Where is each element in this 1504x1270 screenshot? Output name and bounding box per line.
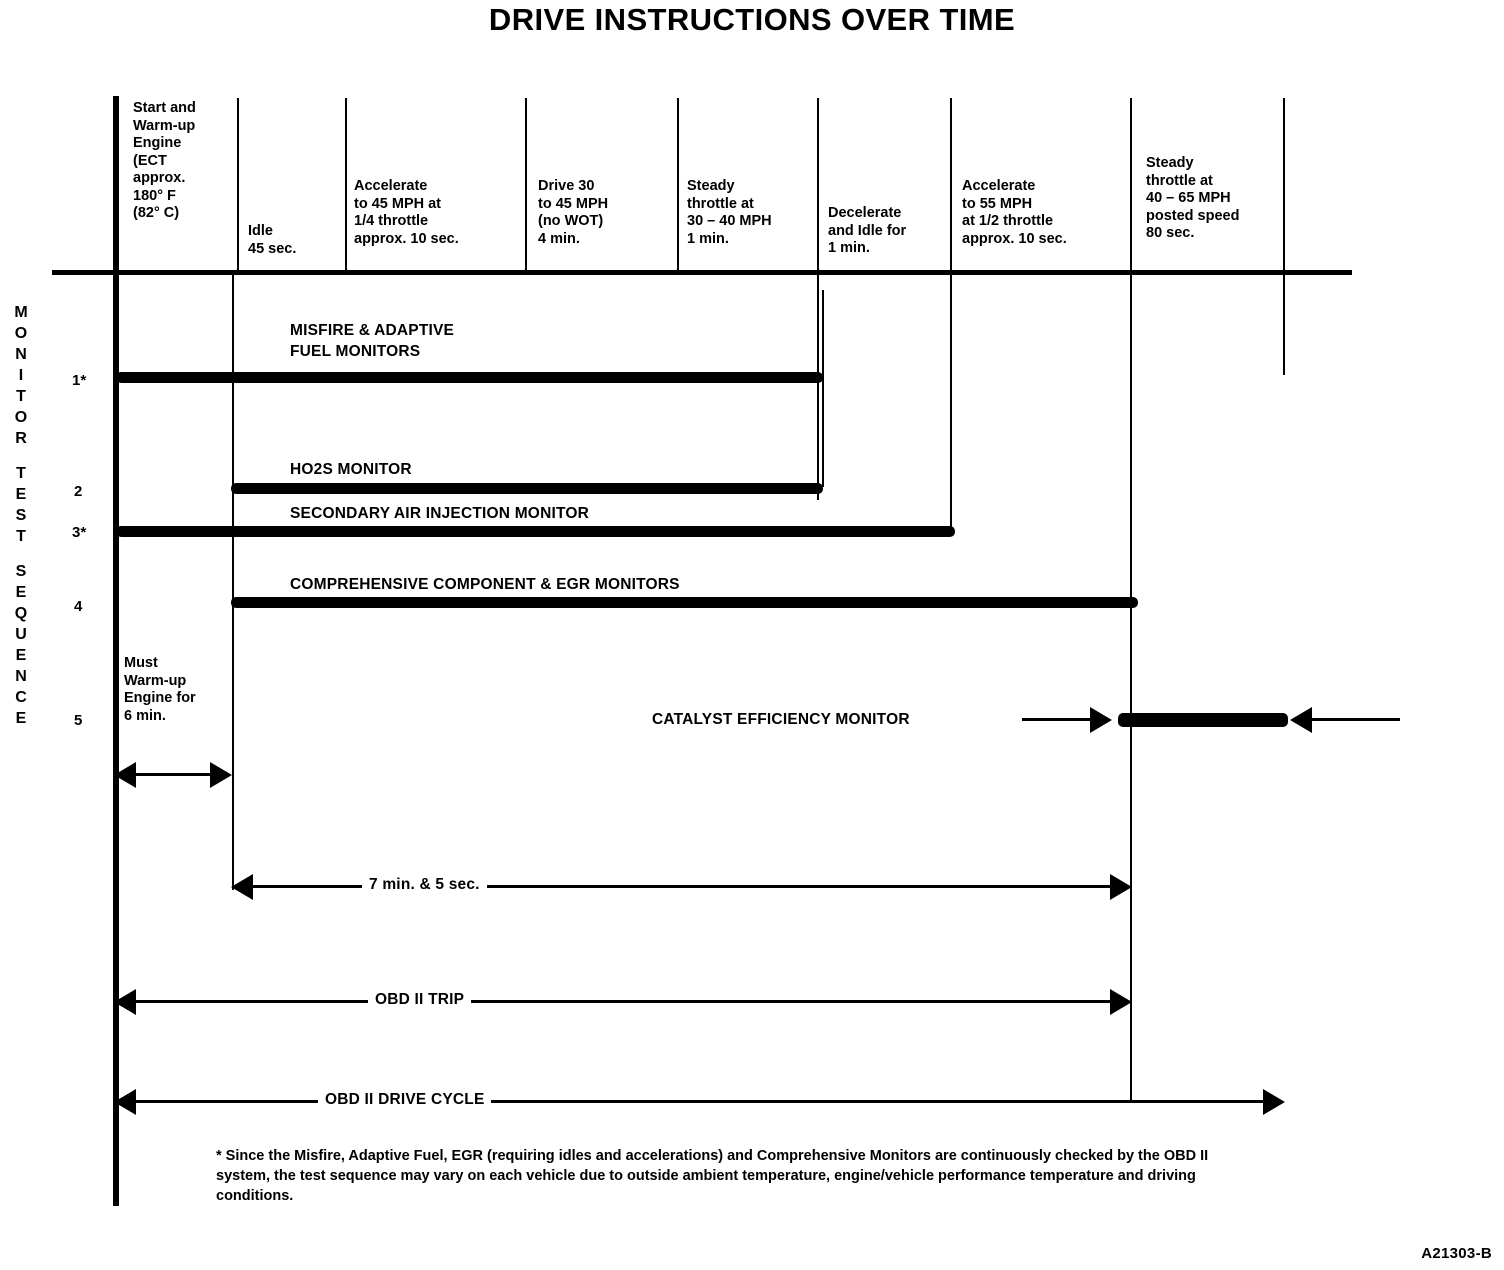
axis-char: S [15, 563, 27, 580]
obd-drive-cycle-span-line [132, 1100, 1267, 1103]
column-header-decel-idle: Decelerate and Idle for 1 min. [828, 205, 907, 256]
column-header-accel-55: Accelerate to 55 MPH at 1/2 throttle app… [962, 178, 1067, 247]
monitor-label-misfire: MISFIRE & ADAPTIVE FUEL MONITORS [290, 322, 455, 360]
warmup-span-arrow-left [114, 762, 136, 788]
header-baseline [52, 270, 1352, 275]
axis-char: S [15, 507, 27, 524]
catalyst-arrow-right [1090, 707, 1112, 733]
seven-min-arrow-left [231, 874, 253, 900]
catalyst-leader-line-right [1312, 718, 1400, 721]
figure-code: A21303-B [1421, 1245, 1492, 1262]
seven-min-label: 7 min. & 5 sec. [362, 876, 487, 894]
column-header-steady-40-65: Steady throttle at 40 – 65 MPH posted sp… [1146, 155, 1240, 241]
bar-end-tick [822, 375, 824, 487]
axis-char: T [16, 388, 26, 405]
column-divider [237, 98, 239, 270]
monitor-label-ho2s: HO2S MONITOR [290, 461, 412, 478]
monitor-bar-secondary-air [116, 526, 955, 537]
monitor-label-catalyst: CATALYST EFFICIENCY MONITOR [652, 711, 910, 728]
axis-char: Q [14, 605, 28, 622]
column-header-accel-45: Accelerate to 45 MPH at 1/4 throttle app… [354, 178, 459, 247]
column-divider [950, 98, 952, 270]
row-label-1: 1* [72, 372, 87, 389]
column-divider-body [1283, 275, 1285, 375]
column-header-steady-30-40: Steady throttle at 30 – 40 MPH 1 min. [687, 178, 772, 247]
column-divider [1283, 98, 1285, 270]
axis-spacer [8, 449, 34, 463]
obd-trip-span-line [132, 1000, 1114, 1003]
monitor-bar-comprehensive [231, 597, 1138, 608]
obd-drive-cycle-arrow-right [1263, 1089, 1285, 1115]
column-divider [525, 98, 527, 270]
monitor-label-secondary-air: SECONDARY AIR INJECTION MONITOR [290, 505, 590, 522]
row-label-3: 3* [72, 524, 87, 541]
axis-char: N [15, 346, 27, 363]
column-divider-body [232, 275, 234, 890]
monitor-label-comprehensive: COMPREHENSIVE COMPONENT & EGR MONITORS [290, 576, 680, 593]
column-divider [817, 98, 819, 270]
axis-spacer [8, 547, 34, 561]
axis-char: E [15, 486, 27, 503]
obd-drive-cycle-arrow-left [114, 1089, 136, 1115]
bar-end-tick [822, 290, 824, 375]
column-divider-body [1130, 275, 1132, 1100]
axis-char: I [18, 367, 24, 384]
axis-char: C [15, 689, 27, 706]
time-zero-axis [113, 96, 119, 1206]
column-divider-body [950, 275, 952, 525]
warmup-span-line [132, 773, 216, 776]
axis-char: O [14, 409, 28, 426]
axis-char: E [15, 710, 27, 727]
page-title: DRIVE INSTRUCTIONS OVER TIME [488, 2, 1016, 37]
axis-char: T [16, 528, 26, 545]
row-label-2: 2 [74, 483, 83, 500]
column-divider [677, 98, 679, 270]
seven-min-arrow-right [1110, 874, 1132, 900]
catalyst-arrow-left [1290, 707, 1312, 733]
axis-char: O [14, 325, 28, 342]
column-header-start-warmup: Start and Warm-up Engine (ECT approx. 18… [133, 100, 196, 221]
axis-char: T [16, 465, 26, 482]
seven-min-span-line [249, 885, 1114, 888]
monitor-bar-misfire [116, 372, 823, 383]
axis-char: U [15, 626, 27, 643]
obd-trip-label: OBD II TRIP [368, 991, 472, 1009]
bar-end-tick [950, 440, 952, 530]
axis-char: N [15, 668, 27, 685]
monitor-bar-ho2s [231, 483, 823, 494]
column-header-idle: Idle 45 sec. [248, 223, 297, 257]
monitor-test-sequence-label: M O N I T O R T E S T S E Q U E N C E [8, 302, 34, 729]
axis-char: R [15, 430, 27, 447]
axis-char: E [15, 647, 27, 664]
row-label-4: 4 [74, 598, 83, 615]
catalyst-leader-line-left [1022, 718, 1092, 721]
column-header-drive-30-45: Drive 30 to 45 MPH (no WOT) 4 min. [538, 178, 609, 247]
footnote-text: * Since the Misfire, Adaptive Fuel, EGR … [216, 1148, 1209, 1204]
column-divider-body [817, 275, 819, 500]
axis-char: E [15, 584, 27, 601]
warmup-note: Must Warm-up Engine for 6 min. [124, 655, 196, 724]
obd-trip-arrow-left [114, 989, 136, 1015]
obd-drive-cycle-label: OBD II DRIVE CYCLE [318, 1091, 492, 1109]
column-divider [1130, 98, 1132, 270]
obd-trip-arrow-right [1110, 989, 1132, 1015]
monitor-bar-catalyst [1118, 713, 1288, 727]
row-label-5: 5 [74, 712, 83, 729]
axis-char: M [14, 304, 28, 321]
warmup-span-arrow-right [210, 762, 232, 788]
column-divider [345, 98, 347, 270]
